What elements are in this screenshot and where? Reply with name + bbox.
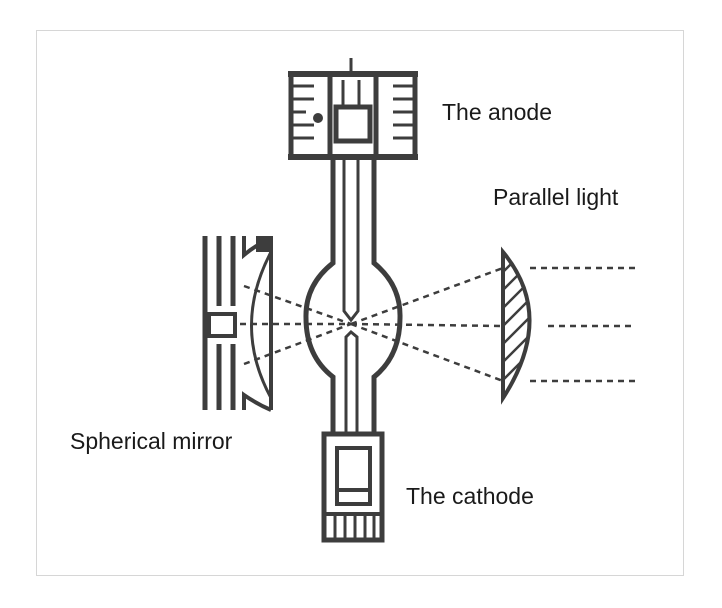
cathode-label: The cathode — [406, 483, 534, 509]
spherical-mirror-label: Spherical mirror — [70, 428, 233, 454]
collimating-lens — [501, 246, 532, 405]
anode-electrode — [342, 157, 360, 323]
anode-assembly — [288, 58, 418, 160]
light-rays — [240, 266, 504, 383]
parallel-light-label: Parallel light — [493, 184, 619, 210]
spherical-mirror — [202, 236, 273, 412]
parallel-light-rays — [530, 266, 636, 383]
cathode-electrode — [344, 329, 359, 432]
cathode-assembly — [321, 431, 385, 543]
lamp-envelope — [303, 157, 403, 432]
diagram-frame — [36, 30, 684, 576]
anode-label: The anode — [442, 99, 552, 125]
